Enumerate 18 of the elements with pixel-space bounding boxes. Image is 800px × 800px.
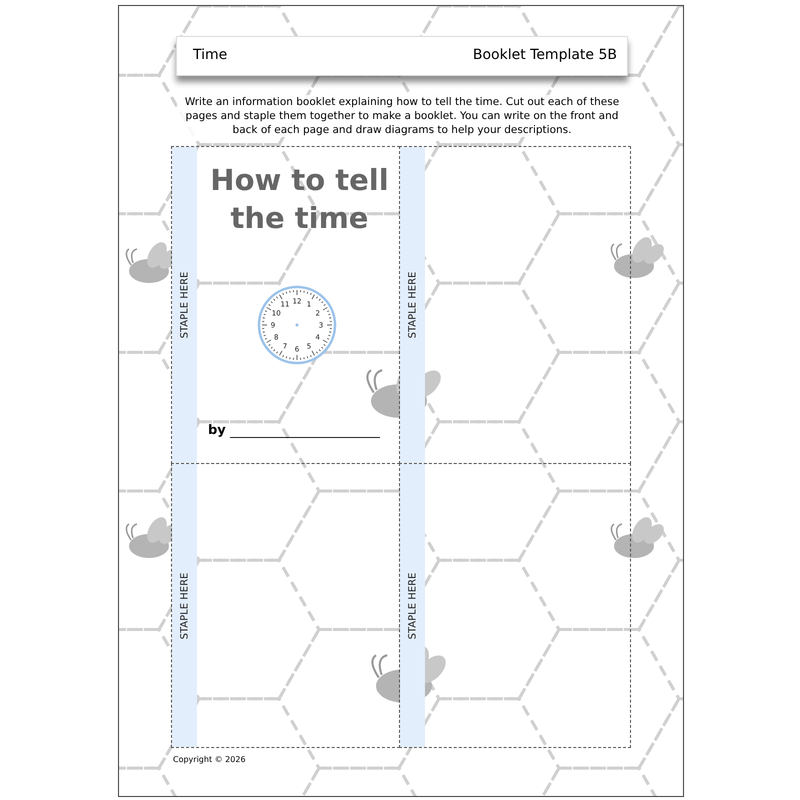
booklet-page (399, 146, 631, 464)
staple-label: STAPLE HERE (179, 272, 190, 338)
staple-label: STAPLE HERE (407, 572, 418, 639)
staple-strip (400, 147, 425, 463)
staple-label: STAPLE HERE (179, 572, 190, 639)
copyright-text: Copyright © 2026 (173, 755, 246, 764)
staple-strip (400, 464, 425, 747)
staple-strip (172, 464, 197, 747)
booklet-title: How to tell the time (209, 162, 390, 237)
header-bar (176, 36, 628, 76)
booklet-page (171, 146, 400, 464)
template-name: Booklet Template 5B (472, 47, 617, 63)
author-label: by (208, 423, 226, 438)
staple-label: STAPLE HERE (407, 272, 418, 338)
worksheet-topic: Time (193, 47, 228, 63)
booklet-page (171, 463, 400, 748)
staple-strip (172, 147, 197, 463)
booklet-page (399, 463, 631, 748)
